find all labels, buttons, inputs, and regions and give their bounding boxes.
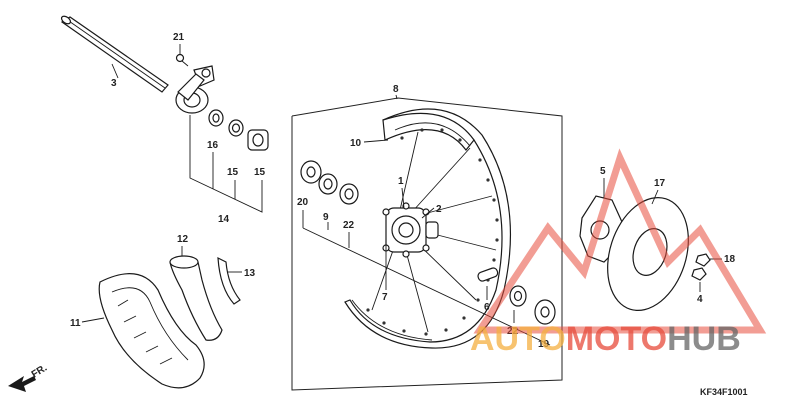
label-3: 3 xyxy=(111,78,117,89)
label-22-left: 22 xyxy=(343,220,355,231)
label-16: 16 xyxy=(207,140,219,151)
watermark-text-auto: AUTO xyxy=(470,320,566,358)
wheel-hub xyxy=(382,202,439,258)
label-9: 9 xyxy=(323,212,329,223)
tube-12 xyxy=(169,255,223,341)
watermark-text: AUTOMOTOHUB xyxy=(470,320,741,358)
label-17: 17 xyxy=(654,178,666,189)
bearing-22-right xyxy=(509,285,527,307)
tire-11 xyxy=(98,273,205,389)
label-13: 13 xyxy=(244,268,256,279)
watermark-text-hub: HUB xyxy=(667,320,741,358)
bolt-21 xyxy=(175,53,189,67)
label-21: 21 xyxy=(173,32,185,43)
label-2: 2 xyxy=(436,204,442,215)
watermark-logo xyxy=(473,148,767,334)
dust-seal-19 xyxy=(534,299,556,325)
label-5: 5 xyxy=(600,166,606,177)
label-15-b: 15 xyxy=(254,167,266,178)
label-14: 14 xyxy=(218,214,230,225)
label-10: 10 xyxy=(350,138,362,149)
diagram-code: KF34F1001 xyxy=(700,387,748,397)
label-20: 20 xyxy=(297,197,309,208)
bearing-15 xyxy=(247,129,269,151)
dust-seal-9 xyxy=(318,173,338,195)
label-18: 18 xyxy=(724,254,736,265)
wheel-rim xyxy=(344,108,512,349)
axle xyxy=(60,15,169,93)
nut-4 xyxy=(691,267,707,281)
collar-6 xyxy=(477,267,499,282)
front-direction-arrow-icon xyxy=(8,376,36,392)
label-12: 12 xyxy=(177,234,189,245)
speedometer-gearbox xyxy=(175,65,215,114)
label-1: 1 xyxy=(398,176,404,187)
label-19: 19 xyxy=(538,339,550,350)
watermark-text-moto: MOTO xyxy=(566,320,667,358)
label-7: 7 xyxy=(382,292,388,303)
rim-spoke-holes xyxy=(366,128,499,336)
bearing-22-left xyxy=(339,183,359,205)
label-4: 4 xyxy=(697,294,703,305)
bearing-20 xyxy=(300,160,322,184)
rim-band-13 xyxy=(217,256,241,305)
label-6: 6 xyxy=(484,302,490,313)
label-15-a: 15 xyxy=(227,167,239,178)
label-11: 11 xyxy=(70,318,81,329)
label-8: 8 xyxy=(393,84,399,95)
